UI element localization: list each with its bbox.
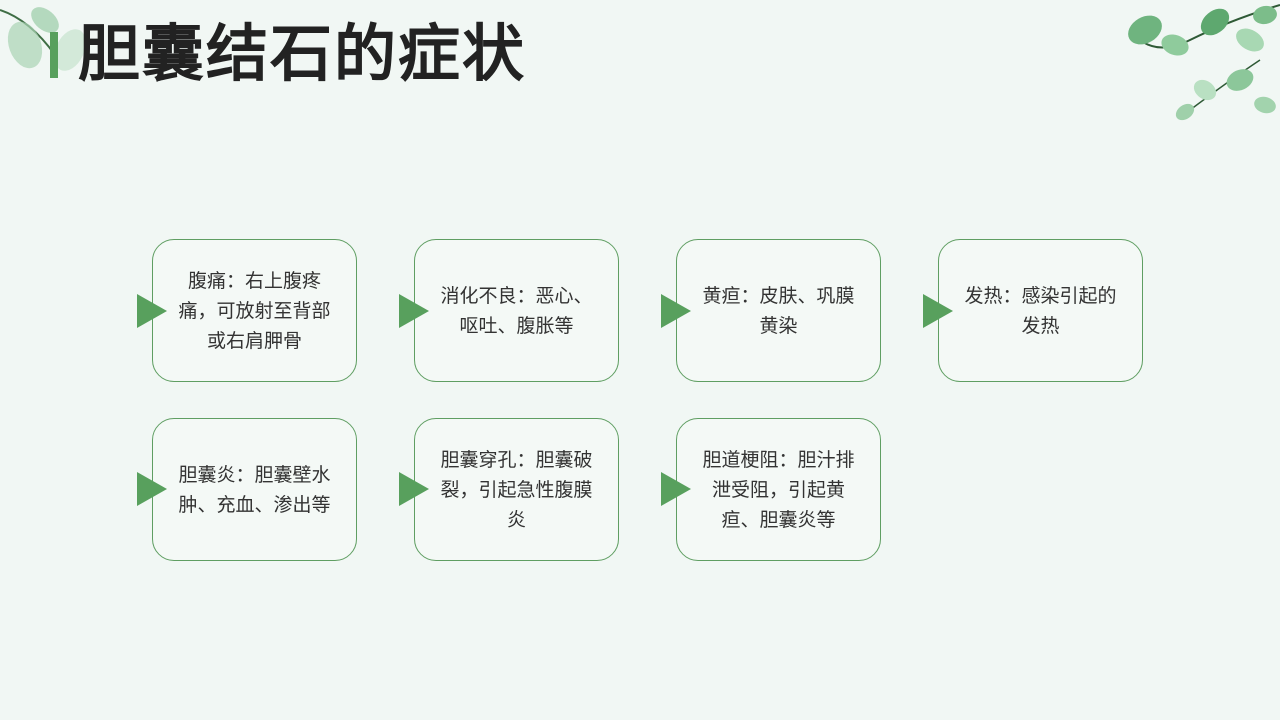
triangle-right-icon (661, 294, 691, 328)
symptom-card: 胆囊穿孔：胆囊破裂，引起急性腹膜炎 (414, 418, 619, 561)
symptom-card: 发热：感染引起的发热 (938, 239, 1143, 382)
symptom-card: 胆囊炎：胆囊壁水肿、充血、渗出等 (152, 418, 357, 561)
triangle-right-icon (399, 472, 429, 506)
symptom-text: 腹痛：右上腹疼痛，可放射至背部或右肩胛骨 (178, 269, 331, 352)
triangle-right-icon (661, 472, 691, 506)
title-accent-bar (50, 32, 58, 78)
triangle-right-icon (137, 294, 167, 328)
symptom-text: 胆道梗阻：胆汁排泄受阻，引起黄疸、胆囊炎等 (702, 448, 855, 531)
triangle-right-icon (923, 294, 953, 328)
triangle-right-icon (399, 294, 429, 328)
symptom-text: 黄疸：皮肤、巩膜黄染 (702, 284, 855, 337)
symptom-text: 胆囊穿孔：胆囊破裂，引起急性腹膜炎 (440, 448, 593, 531)
page-title: 胆囊结石的症状 (78, 17, 527, 90)
symptom-card: 胆道梗阻：胆汁排泄受阻，引起黄疸、胆囊炎等 (676, 418, 881, 561)
leaf-branch-icon (1128, 4, 1280, 121)
symptom-card: 黄疸：皮肤、巩膜黄染 (676, 239, 881, 382)
triangle-right-icon (137, 472, 167, 506)
symptom-text: 发热：感染引起的发热 (964, 284, 1117, 337)
symptom-text: 胆囊炎：胆囊壁水肿、充血、渗出等 (178, 463, 331, 516)
symptom-card: 消化不良：恶心、呕吐、腹胀等 (414, 239, 619, 382)
symptom-card: 腹痛：右上腹疼痛，可放射至背部或右肩胛骨 (152, 239, 357, 382)
symptom-text: 消化不良：恶心、呕吐、腹胀等 (440, 284, 593, 337)
